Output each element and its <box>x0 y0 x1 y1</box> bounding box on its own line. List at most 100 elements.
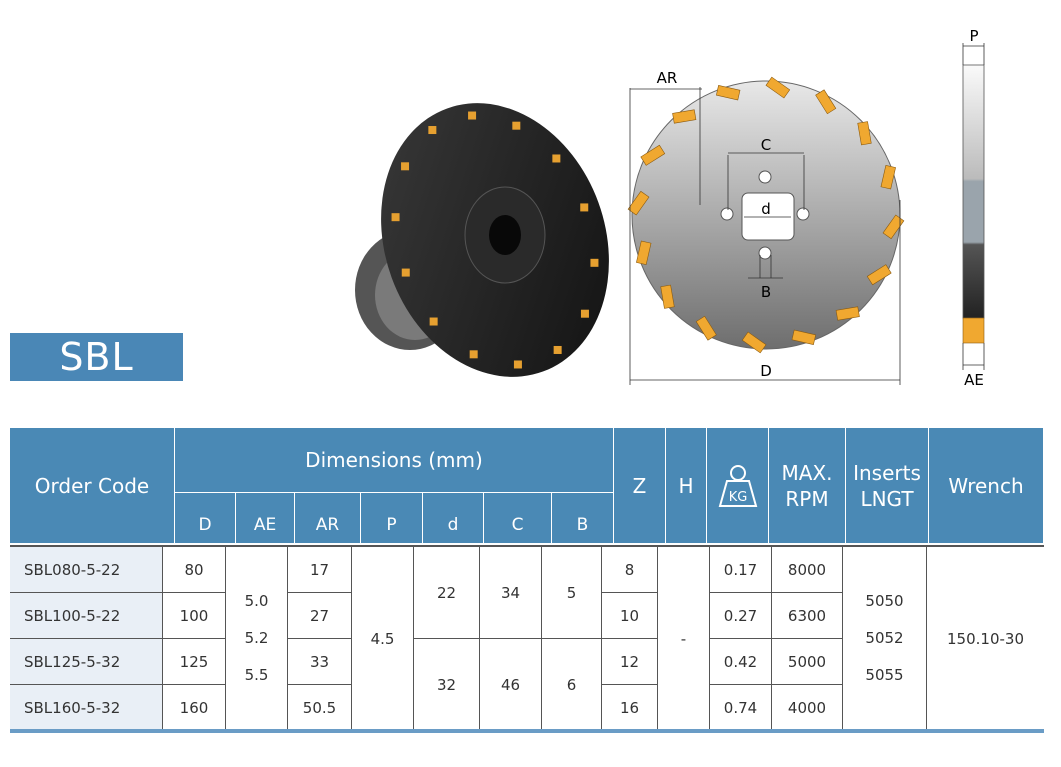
cell-wrench: 150.10-30 <box>927 547 1044 731</box>
insert-icon <box>672 109 697 124</box>
insert-icon <box>580 309 589 318</box>
insert-icon <box>512 121 521 130</box>
header-ae: AE <box>236 493 294 543</box>
header-weight: KG <box>707 428 768 543</box>
cell-d: 100 <box>163 593 226 639</box>
insert-icon <box>791 329 817 345</box>
insert-icon <box>513 360 522 369</box>
insert-icon <box>401 162 410 171</box>
cell-ar: 27 <box>288 593 352 639</box>
cell-max-rpm: 4000 <box>772 685 843 731</box>
divider <box>10 729 1044 733</box>
header-dimensions: Dimensions (mm) <box>175 428 613 492</box>
order-code: SBL100-5-22 <box>10 593 163 639</box>
header-ar: AR <box>295 493 360 543</box>
label-ar: AR <box>657 69 678 87</box>
insert-icon <box>552 154 561 163</box>
header-d-bore: d <box>423 493 483 543</box>
cell-ae-value: 5.5 <box>244 666 269 684</box>
series-badge: SBL <box>10 333 183 381</box>
cell-z: 8 <box>602 547 658 593</box>
insert-icon <box>815 89 837 115</box>
cell-ae-value: 5.0 <box>244 592 269 610</box>
cell-c: 46 <box>480 639 542 731</box>
cell-z: 16 <box>602 685 658 731</box>
insert-icon <box>401 268 410 277</box>
insert-icon <box>765 76 791 99</box>
insert-icon <box>741 331 767 354</box>
side-view-diagram: P AE <box>962 27 985 389</box>
cutter-photo <box>355 103 609 377</box>
cell-d: 160 <box>163 685 226 731</box>
insert-icon <box>590 258 599 267</box>
cell-h: - <box>658 547 710 731</box>
insert-icon <box>866 264 892 286</box>
insert-icon <box>429 317 438 326</box>
insert-icon <box>640 144 666 166</box>
cell-max-rpm: 5000 <box>772 639 843 685</box>
cell-z: 12 <box>602 639 658 685</box>
cell-max-rpm: 6300 <box>772 593 843 639</box>
label-p: P <box>969 27 978 45</box>
label-ae: AE <box>964 371 984 389</box>
label-d-small: d <box>761 200 771 218</box>
insert-icon <box>391 213 400 222</box>
label-b: B <box>761 283 771 301</box>
cell-d: 125 <box>163 639 226 685</box>
header-p: P <box>361 493 422 543</box>
insert-icon <box>880 164 896 190</box>
insert-icon <box>835 306 860 321</box>
cell-weight: 0.42 <box>710 639 772 685</box>
insert-icon <box>715 85 741 101</box>
cell-z: 10 <box>602 593 658 639</box>
label-c: C <box>761 136 771 154</box>
insert-icon <box>660 284 675 309</box>
label-d: D <box>760 362 772 380</box>
insert-icon <box>857 121 872 146</box>
cell-b: 6 <box>542 639 602 731</box>
cell-inserts: 5050 5052 5055 <box>843 547 927 731</box>
cell-ar: 17 <box>288 547 352 593</box>
insert-icon <box>553 345 562 354</box>
cell-inserts-value: 5052 <box>865 629 904 647</box>
cell-ar: 33 <box>288 639 352 685</box>
cell-ae-value: 5.2 <box>244 629 269 647</box>
weight-icon: KG <box>718 464 757 507</box>
header-order-code: Order Code <box>10 428 174 543</box>
order-code: SBL125-5-32 <box>10 639 163 685</box>
cell-weight: 0.17 <box>710 547 772 593</box>
cell-max-rpm: 8000 <box>772 547 843 593</box>
cell-inserts-value: 5050 <box>865 592 904 610</box>
cell-weight: 0.27 <box>710 593 772 639</box>
cell-b: 5 <box>542 547 602 639</box>
insert-icon <box>695 315 717 341</box>
front-view-diagram: AR C d B D <box>627 69 905 385</box>
cell-d-bore: 32 <box>414 639 480 731</box>
cell-p: 4.5 <box>352 547 414 731</box>
insert-icon <box>627 190 650 216</box>
insert-icon <box>580 203 589 212</box>
order-code: SBL160-5-32 <box>10 685 163 731</box>
header-h: H <box>666 428 706 543</box>
header-max-rpm: MAX.RPM <box>769 428 845 543</box>
cell-inserts-value: 5055 <box>865 666 904 684</box>
insert-icon <box>468 111 477 120</box>
header-d: D <box>175 493 235 543</box>
cell-weight: 0.74 <box>710 685 772 731</box>
order-code: SBL080-5-22 <box>10 547 163 593</box>
insert-icon <box>428 126 437 135</box>
svg-text:KG: KG <box>728 490 747 505</box>
cell-ae: 5.0 5.2 5.5 <box>226 547 288 731</box>
cell-ar: 50.5 <box>288 685 352 731</box>
header-z: Z <box>614 428 665 543</box>
cell-c: 34 <box>480 547 542 639</box>
cell-d-bore: 22 <box>414 547 480 639</box>
header-b: B <box>552 493 613 543</box>
insert-icon <box>636 240 652 266</box>
insert-icon <box>469 350 478 359</box>
cell-d: 80 <box>163 547 226 593</box>
divider <box>10 545 1044 547</box>
header-wrench: Wrench <box>929 428 1043 543</box>
header-c: C <box>484 493 551 543</box>
